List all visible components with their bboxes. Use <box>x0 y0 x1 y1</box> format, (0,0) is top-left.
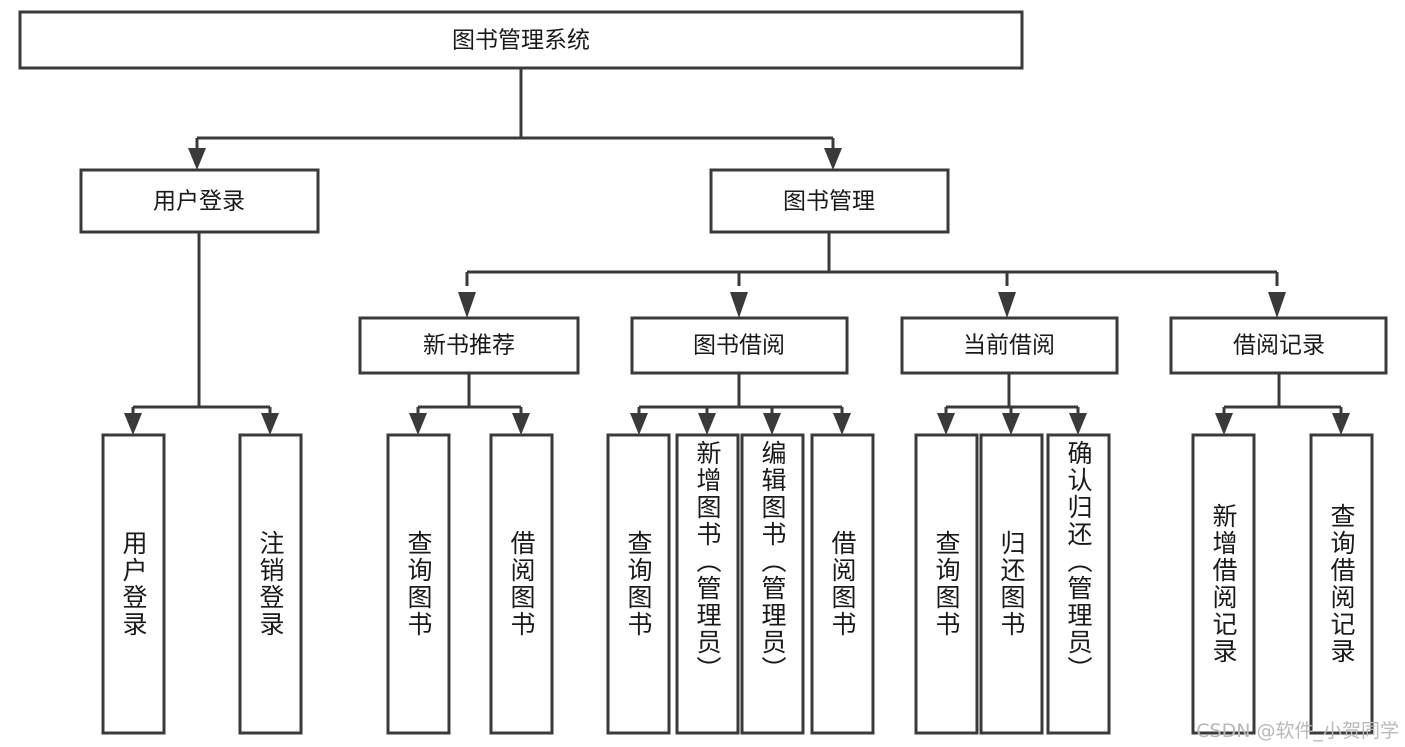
arrow-head-icon <box>188 148 206 170</box>
arrow-head-icon <box>512 413 530 435</box>
connector-bookborrow-to-leaves <box>630 373 851 435</box>
node-current-borrow-label: 当前借阅 <box>963 333 1055 359</box>
node-book-borrow-label: 图书借阅 <box>693 333 785 359</box>
arrow-head-icon <box>1332 413 1350 435</box>
arrow-head-icon <box>458 292 476 318</box>
leaf-box-bookborrow-query[interactable] <box>606 433 671 735</box>
leaf-box-currentborrow-return[interactable] <box>979 433 1044 735</box>
watermark-text: CSDN @软件_小贺同学 <box>1196 720 1399 742</box>
node-current-borrow[interactable]: 当前借阅 <box>900 316 1119 375</box>
node-new-book-recommend[interactable]: 新书推荐 <box>358 316 580 375</box>
arrow-head-icon <box>698 413 716 435</box>
connector-currentborrow-to-leaves <box>937 373 1087 435</box>
leaf-box-borrowrecord-add[interactable] <box>1191 433 1256 735</box>
arrow-head-icon <box>824 148 842 170</box>
connector-borrowrecord-to-leaves <box>1215 373 1350 435</box>
arrow-head-icon <box>730 292 748 318</box>
arrow-head-icon <box>409 413 427 435</box>
leaf-box-borrowrecord-query[interactable] <box>1309 433 1374 735</box>
arrow-head-icon <box>937 413 955 435</box>
arrow-head-icon <box>763 413 781 435</box>
leaf-box-bookborrow-edit[interactable] <box>740 433 805 735</box>
leaf-box-user-login-login[interactable] <box>101 433 166 735</box>
arrow-head-icon <box>1215 413 1233 435</box>
node-borrow-record-label: 借阅记录 <box>1233 333 1325 359</box>
connector-root-to-level2 <box>188 68 842 170</box>
leaf-box-currentborrow-confirm[interactable] <box>1046 433 1111 735</box>
node-book-management[interactable]: 图书管理 <box>709 168 950 234</box>
arrow-head-icon <box>833 413 851 435</box>
node-book-borrow[interactable]: 图书借阅 <box>630 316 849 375</box>
node-user-login-label: 用户登录 <box>153 189 245 215</box>
node-new-book-recommend-label: 新书推荐 <box>423 333 515 359</box>
connector-newbook-to-leaves <box>409 373 530 435</box>
leaf-box-newbook-borrow[interactable] <box>489 433 554 735</box>
node-borrow-record[interactable]: 借阅记录 <box>1169 316 1388 375</box>
node-root-label: 图书管理系统 <box>452 28 590 54</box>
arrow-head-icon <box>1069 413 1087 435</box>
arrow-head-icon <box>998 292 1016 318</box>
leaf-box-user-login-logout[interactable] <box>238 433 303 735</box>
arrow-head-icon <box>124 413 142 435</box>
arrow-head-icon <box>261 413 279 435</box>
node-user-login[interactable]: 用户登录 <box>79 168 320 234</box>
node-book-management-label: 图书管理 <box>783 189 875 215</box>
node-root[interactable]: 图书管理系统 <box>18 10 1024 70</box>
connector-bookmgmt-to-level3 <box>458 232 1286 318</box>
connector-userlogin-to-leaves <box>124 232 279 435</box>
leaf-box-newbook-query[interactable] <box>386 433 451 735</box>
arrow-head-icon <box>1002 413 1020 435</box>
arrow-head-icon <box>1268 292 1286 318</box>
arrow-head-icon <box>630 413 648 435</box>
leaf-box-currentborrow-query[interactable] <box>914 433 979 735</box>
leaf-box-bookborrow-borrow[interactable] <box>810 433 875 735</box>
leaf-box-bookborrow-add[interactable] <box>675 433 740 735</box>
